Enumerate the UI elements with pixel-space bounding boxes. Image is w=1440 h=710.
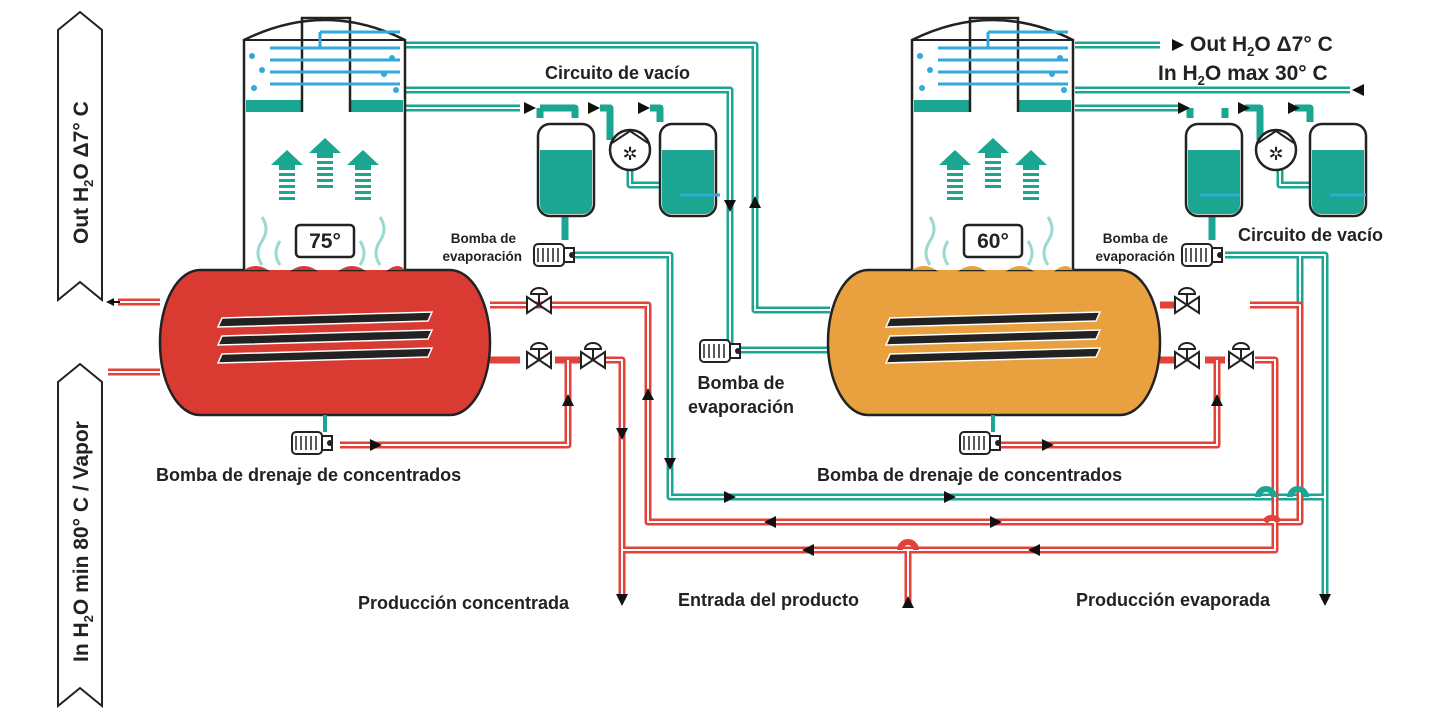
production-concentrated-label: Producción concentrada <box>358 593 570 613</box>
valve-icon <box>1174 287 1200 315</box>
red-pipes <box>340 301 1304 605</box>
water-out-label: Out H2O Δ7° C <box>1190 33 1333 59</box>
valve-icon <box>526 287 552 315</box>
valve-icon <box>1174 342 1200 370</box>
evaporator-1-vapor-arrows <box>271 138 379 200</box>
evaporation-pump-mid-icon <box>699 339 741 363</box>
evaporator-1: 75° <box>158 16 492 417</box>
valve-icon <box>580 342 606 370</box>
valves <box>526 287 1254 370</box>
drain-pump-2-icon <box>959 431 1001 455</box>
in-water-banner: In H2O min 80° C / Vapor <box>57 362 103 709</box>
evaporator-2: 60° <box>826 16 1162 417</box>
vacuum-tank <box>1308 122 1368 218</box>
evaporator-1-condenser <box>246 16 403 112</box>
evaporation-pump-mid-label-line2: evaporación <box>688 397 794 417</box>
banner-red-pipes <box>106 298 160 376</box>
drain-pump-1-icon <box>291 431 333 455</box>
pipe-crossings <box>897 486 1309 551</box>
valve-icon <box>1228 342 1254 370</box>
vacuum-circuit-1: ✲ <box>536 122 720 218</box>
product-inlet-label: Entrada del producto <box>678 590 859 610</box>
vacuum-circuit-2: ✲ <box>1184 122 1368 218</box>
water-in-label: In H2O max 30° C <box>1158 62 1328 88</box>
evaporation-pump-mid-label-line1: Bomba de <box>697 373 784 393</box>
drain-pump-1-label: Bomba de drenaje de concentrados <box>156 465 461 485</box>
evaporation-pump-1-label-line1: Bomba de <box>451 231 517 246</box>
valve-icon <box>526 342 552 370</box>
evaporator-1-steam-wisps <box>256 216 386 266</box>
svg-text:Out H2O Δ7° C: Out H2O Δ7° C <box>70 101 96 244</box>
evaporator-2-condenser <box>914 16 1071 112</box>
svg-text:✲: ✲ <box>622 144 637 165</box>
svg-text:In H2O min 80° C / Vapor: In H2O min 80° C / Vapor <box>70 421 96 662</box>
vacuum-circuit-1-label: Circuito de vacío <box>545 63 690 83</box>
out-water-banner: Out H2O Δ7° C <box>57 10 103 303</box>
in-water-banner-text: In H <box>70 622 93 662</box>
evaporation-pump-1-icon <box>533 243 575 267</box>
drain-pump-2-label: Bomba de drenaje de concentrados <box>817 465 1122 485</box>
vacuum-tank <box>536 122 596 218</box>
evaporator-1-temperature: 75° <box>309 230 341 253</box>
evaporation-pump-2-icon <box>1181 243 1223 267</box>
production-evaporated-label: Producción evaporada <box>1076 590 1271 610</box>
flow-arrows <box>370 39 1364 608</box>
vacuum-pump-icon: ✲ <box>1254 128 1298 172</box>
evaporation-pump-1-label-line2: evaporación <box>442 249 522 264</box>
vacuum-tank <box>1184 122 1244 218</box>
evaporator-2-steam-wisps <box>924 216 1054 266</box>
evaporator-2-heating-coils <box>884 311 1102 364</box>
evaporator-1-temperature-box <box>294 223 356 259</box>
evaporator-2-temperature: 60° <box>977 230 1009 253</box>
vacuum-tank <box>658 122 718 218</box>
evaporator-2-vapor-arrows <box>939 138 1047 200</box>
evaporation-pump-2-label-line1: Bomba de <box>1103 231 1169 246</box>
vacuum-circuit-2-label: Circuito de vacío <box>1238 225 1383 245</box>
evaporation-pump-2-label-line2: evaporación <box>1095 249 1175 264</box>
evaporator-1-heating-coils <box>216 311 434 364</box>
vacuum-pump-icon: ✲ <box>608 128 652 172</box>
out-water-banner-text: Out H <box>70 187 93 244</box>
evaporator-2-temperature-box <box>962 223 1024 259</box>
svg-text:✲: ✲ <box>1268 144 1283 165</box>
